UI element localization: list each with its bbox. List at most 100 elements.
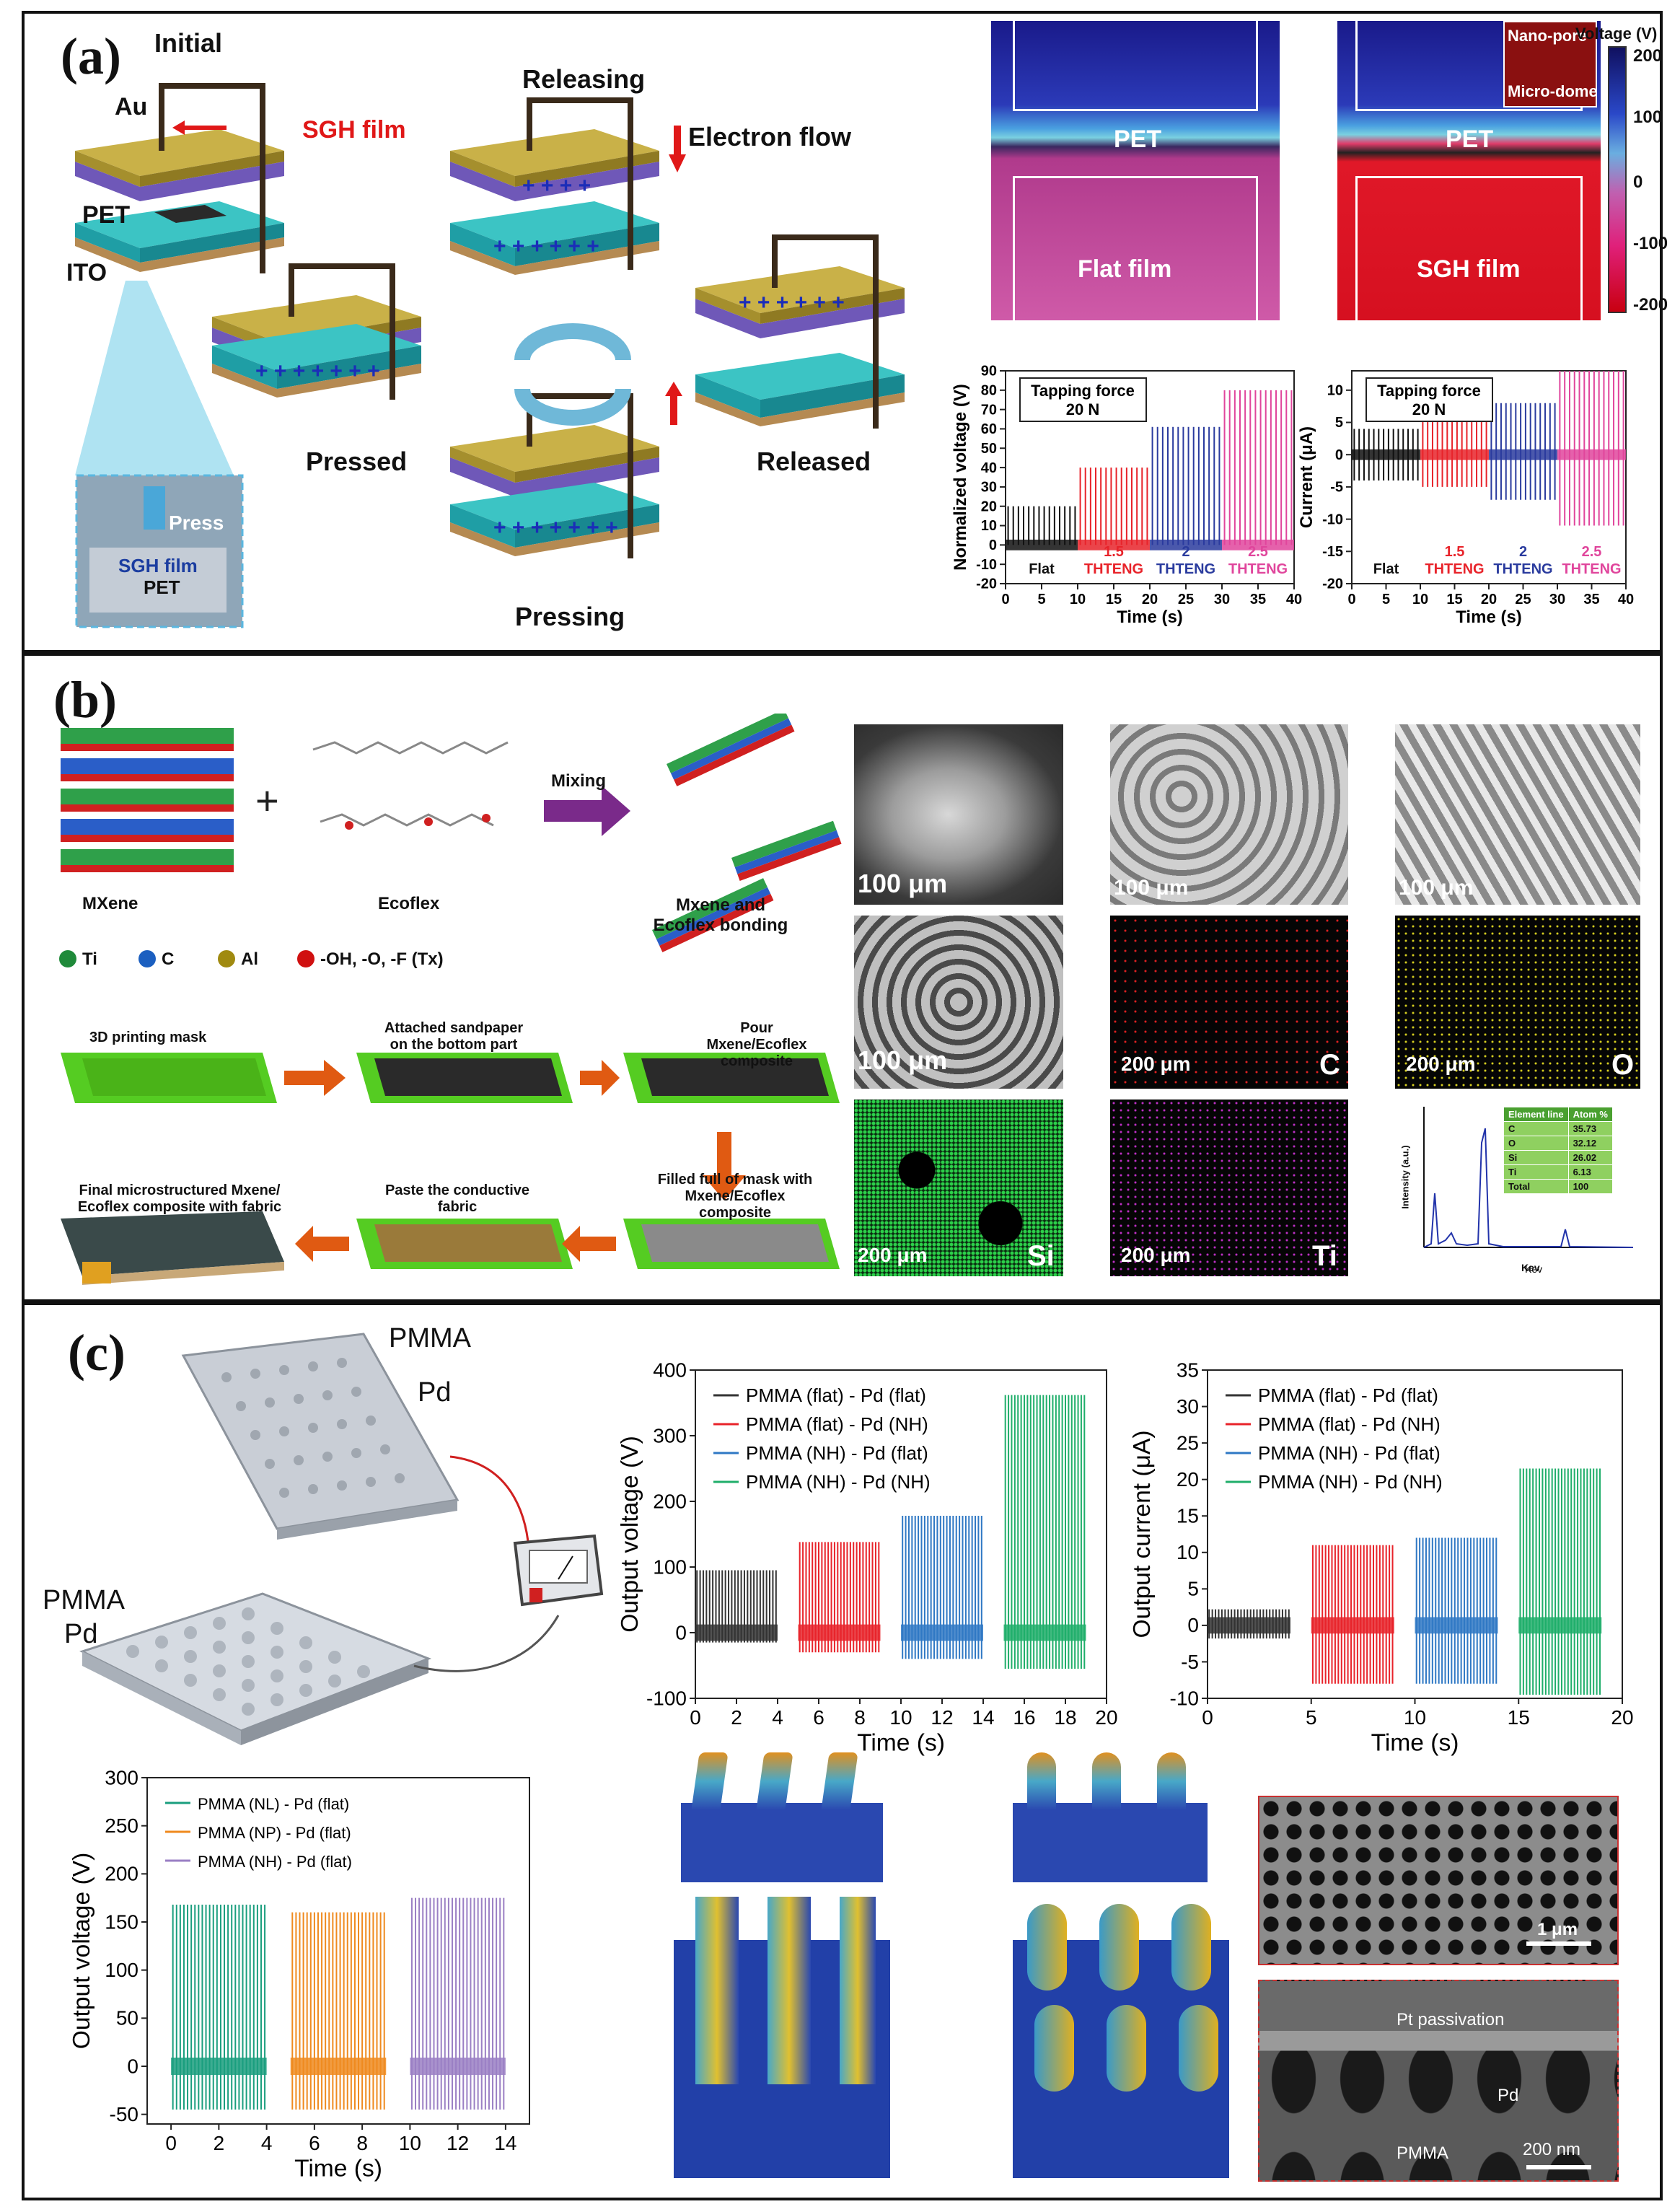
cycle-arrows bbox=[514, 323, 631, 426]
series-label-top: 2.5 bbox=[1582, 544, 1602, 560]
eds-cell: 32.12 bbox=[1567, 1136, 1613, 1151]
tapping-force-text: 20 N bbox=[1412, 400, 1446, 418]
eds-xlabel: Kev bbox=[1521, 1262, 1540, 1273]
y-tick-label: 5 bbox=[1187, 1578, 1199, 1600]
pd-top-label: Pd bbox=[418, 1377, 452, 1408]
x-tick-label: 12 bbox=[447, 2132, 469, 2154]
eds-cell: 6.13 bbox=[1567, 1164, 1613, 1180]
series-2 bbox=[1415, 1537, 1498, 1684]
eds-label-o: O bbox=[1611, 1049, 1635, 1081]
data-baseline bbox=[1352, 449, 1420, 460]
x-tick-label: 20 bbox=[1095, 1706, 1117, 1729]
legend-entry: PMMA (flat) - Pd (NH) bbox=[1258, 1413, 1441, 1435]
sem-scale-4: 100 μm bbox=[858, 1045, 948, 1075]
series-label-top: 1.5 bbox=[1104, 544, 1124, 560]
y-tick-label: -10 bbox=[976, 557, 997, 573]
x-tick-label: 10 bbox=[1404, 1706, 1426, 1729]
svg-text:+ + + + + + +: + + + + + + + bbox=[255, 359, 380, 383]
eds-ylabel: Intensity (a.u.) bbox=[1399, 1145, 1411, 1209]
x-tick-label: 5 bbox=[1306, 1706, 1317, 1729]
svg-text:+: + bbox=[255, 778, 279, 823]
series-0 bbox=[171, 1905, 267, 2110]
data-baseline bbox=[1489, 449, 1557, 460]
layer-ito-label: ITO bbox=[66, 259, 107, 286]
series-0 bbox=[1208, 1609, 1290, 1639]
y-tick-label: 5 bbox=[1335, 415, 1343, 431]
sim-flat-pet-label: PET bbox=[1114, 126, 1162, 153]
bonded-flakes bbox=[652, 714, 842, 952]
tapping-force-text: 20 N bbox=[1066, 400, 1099, 418]
x-axis-label: Time (s) bbox=[1371, 1729, 1459, 1756]
series-2 bbox=[901, 1516, 983, 1659]
inset-press-label: Press bbox=[169, 512, 224, 534]
series-1 bbox=[798, 1542, 881, 1653]
y-axis-label: Current (μA) bbox=[1297, 426, 1316, 528]
x-tick-label: 15 bbox=[1508, 1706, 1530, 1729]
legend-entry: PMMA (flat) - Pd (flat) bbox=[746, 1384, 926, 1406]
series-3 bbox=[1003, 1395, 1086, 1669]
state-pressed-label: Pressed bbox=[306, 447, 408, 476]
nano-pore-label: Nano-pore bbox=[1508, 27, 1587, 45]
series-label-bottom: THTENG bbox=[1425, 561, 1484, 577]
y-axis-label: Output voltage (V) bbox=[617, 1436, 643, 1633]
data-baseline bbox=[1420, 449, 1489, 460]
series-1 bbox=[1311, 1545, 1394, 1684]
tapping-force-text: Tapping force bbox=[1377, 382, 1481, 400]
sem-scale-3: 100 μm bbox=[1399, 876, 1474, 900]
y-tick-label: 30 bbox=[981, 480, 997, 496]
panel-b: (b) + bbox=[22, 653, 1663, 1302]
x-tick-label: 0 bbox=[1347, 592, 1355, 607]
inset-pet-label: PET bbox=[144, 576, 180, 598]
data-baseline bbox=[1557, 449, 1626, 460]
data-baseline bbox=[1003, 1624, 1086, 1641]
data-baseline bbox=[1222, 539, 1294, 550]
y-tick-label: -20 bbox=[976, 576, 997, 592]
eds-header-atom: Atom % bbox=[1567, 1107, 1613, 1122]
releasing-stack: + + + + + + + + + + bbox=[450, 97, 659, 275]
colorbar-tick-neg100: -100 bbox=[1633, 234, 1668, 253]
series-3 bbox=[1557, 371, 1626, 526]
x-tick-label: 10 bbox=[889, 1706, 912, 1729]
x-tick-label: 12 bbox=[931, 1706, 953, 1729]
pmma-device-illustration bbox=[79, 1333, 604, 1745]
y-tick-label: 0 bbox=[1335, 447, 1343, 463]
series-label-bottom: Flat bbox=[1029, 561, 1055, 577]
fea-pillar-3d bbox=[1013, 1904, 1229, 2178]
y-tick-label: 100 bbox=[105, 1959, 138, 1981]
x-tick-label: 25 bbox=[1515, 592, 1531, 607]
series-0 bbox=[695, 1570, 778, 1643]
series-2 bbox=[410, 1897, 506, 2110]
panel-c: (c) PMMA Pd PMMA Pd bbox=[22, 1302, 1663, 2200]
series-2 bbox=[1489, 403, 1557, 500]
x-tick-label: 30 bbox=[1549, 592, 1565, 607]
tapping-force-box bbox=[1365, 377, 1493, 422]
pmma-top-label: PMMA bbox=[389, 1323, 471, 1353]
data-baseline bbox=[171, 2058, 267, 2075]
x-tick-label: 8 bbox=[356, 2132, 368, 2154]
legend-entry: PMMA (NH) - Pd (NH) bbox=[746, 1471, 931, 1493]
ecoflex-molecule bbox=[312, 741, 509, 827]
layer-sgh-label: SGH film bbox=[302, 116, 406, 144]
x-tick-label: 30 bbox=[1214, 592, 1230, 607]
eds-map-ti: 200 μm Ti bbox=[1110, 1100, 1348, 1276]
x-tick-label: 25 bbox=[1178, 592, 1194, 607]
y-tick-label: 0 bbox=[127, 2055, 138, 2077]
series-label-top: 2.5 bbox=[1248, 544, 1268, 560]
eds-cell: 35.73 bbox=[1567, 1121, 1613, 1136]
eds-label-ti: Ti bbox=[1312, 1240, 1337, 1272]
ecoflex-label: Ecoflex bbox=[378, 894, 440, 913]
tapping-force-box bbox=[1019, 377, 1147, 422]
colorbar-tick-0: 0 bbox=[1633, 172, 1643, 192]
sem-surface-1: 100 μm bbox=[1110, 724, 1348, 905]
y-tick-label: 0 bbox=[989, 537, 997, 553]
layer-pet-label: PET bbox=[82, 201, 131, 229]
sem-scale-1: 100 μm bbox=[858, 869, 948, 898]
eds-cell: 26.02 bbox=[1567, 1150, 1613, 1165]
step6-label: Final microstructured Mxene/ Ecoflex com… bbox=[77, 1182, 282, 1215]
data-baseline bbox=[1150, 539, 1222, 550]
y-tick-label: 30 bbox=[1177, 1395, 1199, 1418]
